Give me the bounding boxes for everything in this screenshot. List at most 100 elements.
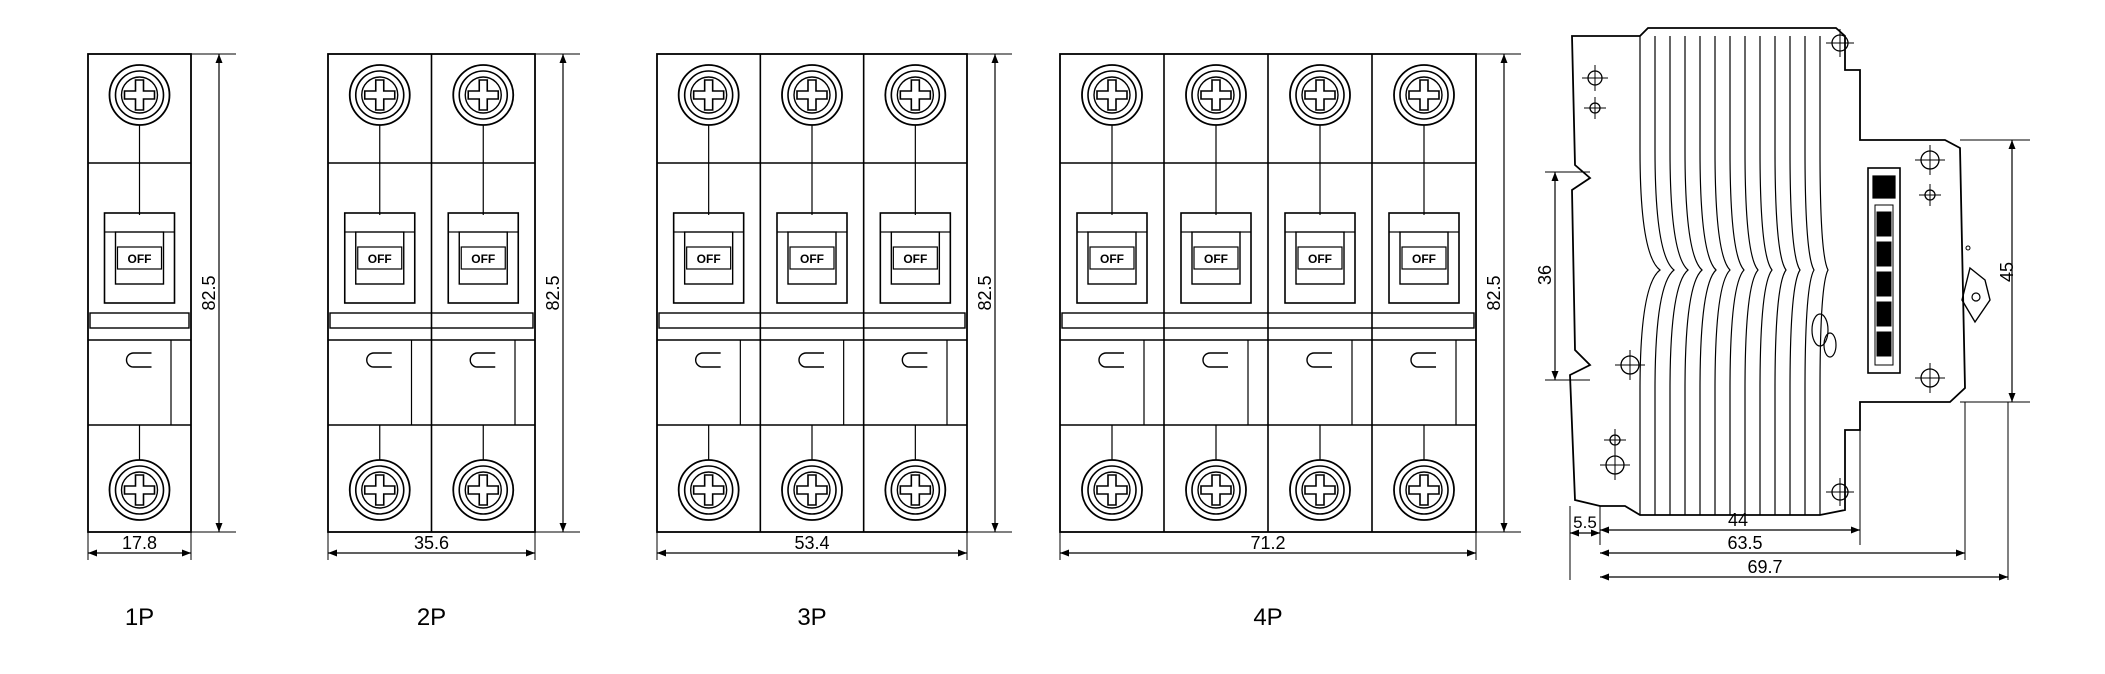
toggle-handle-face <box>458 231 508 285</box>
off-label: OFF <box>1100 252 1124 266</box>
terminal-screw-icon <box>1081 64 1143 126</box>
mounting-hole-icon <box>1604 429 1626 451</box>
dimension-arrowhead <box>1600 549 1609 557</box>
off-label-box <box>789 246 835 270</box>
terminal-screw-icon <box>1185 64 1247 126</box>
breaker-pole: OFF <box>879 64 952 521</box>
screw-cross-slot <box>363 79 396 111</box>
screw-cross-slot <box>899 474 932 506</box>
toggle-handle <box>1180 212 1252 304</box>
screw-cross-slot <box>899 79 932 111</box>
off-label: OFF <box>128 252 152 266</box>
toggle-handle-face <box>1295 231 1345 285</box>
breaker-pole: OFF <box>776 64 848 521</box>
mounting-hole-icon <box>1915 363 1945 393</box>
breaker-pole: OFF <box>103 64 176 521</box>
terminal-screw-icon <box>1289 459 1351 521</box>
screw-cross-slot <box>123 474 156 506</box>
toggle-handle <box>1076 212 1148 304</box>
toggle-handle <box>879 212 952 304</box>
breaker-pole: OFF <box>1076 64 1148 521</box>
breaker-pole: OFF <box>343 64 416 521</box>
latch-slot <box>366 352 392 368</box>
brand-label-plate <box>1867 167 1901 374</box>
dim-69-7-label: 69.7 <box>1747 557 1782 577</box>
screw-cross-slot <box>692 79 725 111</box>
toggle-handle <box>447 212 520 304</box>
screw-cross-slot <box>363 474 396 506</box>
off-label: OFF <box>368 252 392 266</box>
dimension-arrowhead <box>1600 526 1609 534</box>
dim-44-line <box>1600 526 1860 534</box>
dim-5-5-line <box>1570 529 1600 537</box>
pole-label: 4P <box>1253 604 1282 631</box>
mounting-hole-icon <box>1582 65 1608 91</box>
cooling-fin <box>1759 36 1773 515</box>
toggle-handle <box>776 212 848 304</box>
screw-cross-slot <box>1304 79 1336 111</box>
cooling-fin <box>1639 36 1661 515</box>
toggle-handle <box>103 212 176 304</box>
fin-knob <box>1823 332 1837 358</box>
height-dimension <box>991 54 999 532</box>
toggle-handle-face <box>355 231 405 285</box>
screw-cross-slot <box>1408 474 1440 506</box>
off-label: OFF <box>697 252 721 266</box>
width-dimension <box>1060 549 1476 557</box>
height-dimension <box>1500 54 1508 532</box>
clip-pin-icon <box>1971 292 1981 302</box>
fin-knob <box>1811 313 1829 347</box>
height-dimension <box>559 54 567 532</box>
off-label-box <box>357 246 403 270</box>
cooling-fin <box>1654 36 1675 515</box>
dimension-arrowhead <box>1570 529 1579 537</box>
width-dimension <box>328 549 535 557</box>
terminal-screw-icon <box>1185 459 1247 521</box>
off-label: OFF <box>1412 252 1436 266</box>
dimension-arrowhead <box>559 54 567 63</box>
terminal-screw-icon <box>781 64 843 126</box>
latch-slot <box>1098 352 1124 368</box>
toggle-handle <box>1388 212 1460 304</box>
dim-5-5-label: 5.5 <box>1573 513 1597 532</box>
width-dimension <box>88 549 191 557</box>
latch-slot <box>901 352 928 368</box>
mounting-hole-icon <box>1584 97 1606 119</box>
off-label-box <box>1193 246 1239 270</box>
dot-icon <box>1965 245 1971 251</box>
dim-36-line <box>1551 172 1559 380</box>
dimension-arrowhead <box>1591 529 1600 537</box>
dimension-arrowhead <box>1551 172 1559 181</box>
width-label: 53.4 <box>794 533 829 553</box>
mounting-hole-icon <box>1826 478 1854 506</box>
handle-base-band <box>89 312 190 329</box>
dimension-arrowhead <box>1851 526 1860 534</box>
breaker-pole: OFF <box>672 64 745 521</box>
screw-cross-slot <box>1096 79 1128 111</box>
rail-clip <box>1961 266 1991 324</box>
dimension-arrowhead <box>526 549 535 557</box>
dimension-arrowhead <box>88 549 97 557</box>
width-label: 71.2 <box>1250 533 1285 553</box>
off-label-box <box>460 246 506 270</box>
cooling-fin <box>1714 36 1731 515</box>
mounting-hole-icon <box>1600 450 1630 480</box>
brand-logo-icon <box>1872 175 1896 199</box>
screw-cross-slot <box>1408 79 1440 111</box>
terminal-screw-icon <box>348 64 411 126</box>
terminal-screw-icon <box>348 459 411 521</box>
latch-slot <box>1306 352 1332 368</box>
dimension-arrowhead <box>958 549 967 557</box>
mounting-hole-icon <box>1826 29 1854 57</box>
dimension-arrowhead <box>1500 54 1508 63</box>
off-label-box <box>892 246 938 270</box>
toggle-handle-face <box>787 231 837 285</box>
toggle-handle-face <box>1087 231 1137 285</box>
dimension-arrowhead <box>182 549 191 557</box>
screw-cross-slot <box>467 79 500 111</box>
mounting-hole-icon <box>1919 184 1941 206</box>
screw-cross-slot <box>796 474 828 506</box>
dimension-arrowhead <box>1551 371 1559 380</box>
latch-slot <box>1202 352 1228 368</box>
